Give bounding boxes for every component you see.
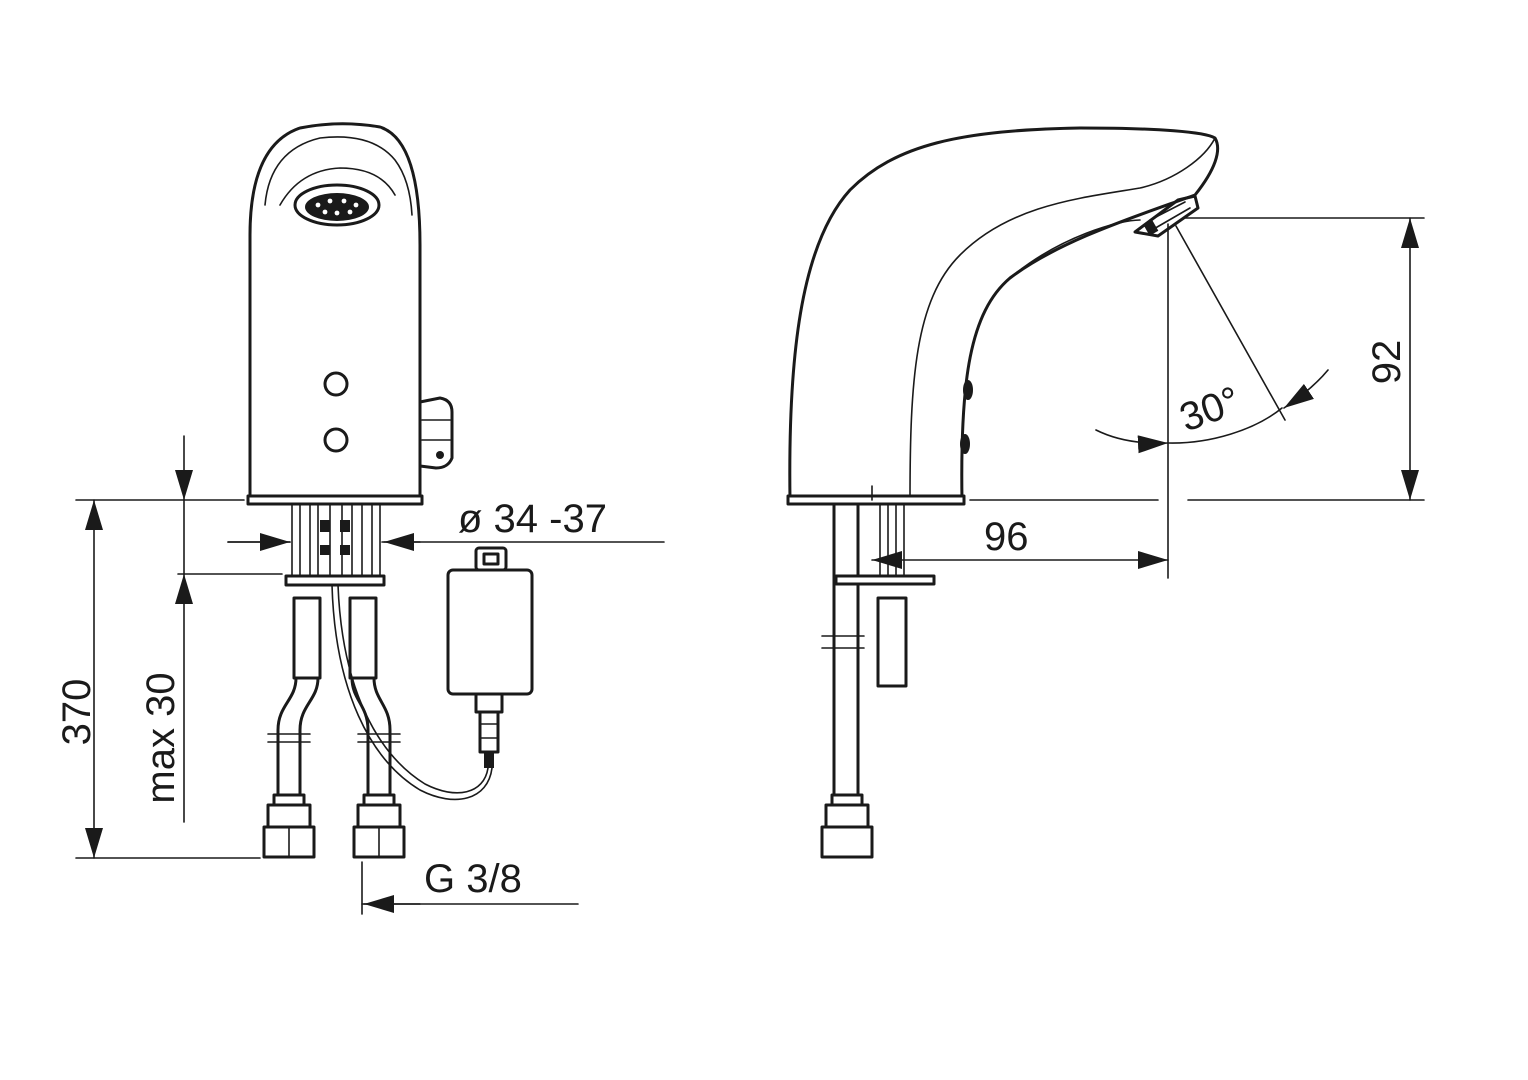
side-view xyxy=(786,126,1220,859)
fixing-plate xyxy=(284,574,386,587)
sensor-angle-label: 30° xyxy=(1174,378,1246,440)
hose-right xyxy=(348,596,406,859)
control-box xyxy=(446,546,534,768)
spout-hood-line xyxy=(264,136,413,216)
faucet-body-side xyxy=(788,126,1220,502)
faucet-body-front xyxy=(248,122,422,502)
front-view xyxy=(246,122,534,859)
max-thickness-label: max 30 xyxy=(139,672,183,803)
height-total-label: 370 xyxy=(55,679,99,746)
hose-left xyxy=(262,596,322,859)
sensor-cable xyxy=(331,584,493,801)
sensor-angle-line xyxy=(1175,225,1286,421)
thread-label: G 3/8 xyxy=(424,857,522,901)
sensor-button-icon xyxy=(960,434,970,454)
aerator-icon xyxy=(293,183,381,227)
reach-label: 96 xyxy=(984,515,1029,559)
mounting-shank xyxy=(291,503,381,577)
sensor-button-icon xyxy=(963,380,973,400)
front-dimensions: 370 max 30 ø 34 -37 G 3/8 xyxy=(55,435,665,915)
diameter-label: ø 34 -37 xyxy=(458,497,607,541)
sensor-angle-arc xyxy=(1095,429,1169,454)
sensor-button-icon xyxy=(323,427,349,453)
sensor-button-icon xyxy=(323,371,349,397)
sensor-window-icon xyxy=(1133,194,1200,238)
side-shank xyxy=(820,485,936,859)
side-dimensions: 96 92 30° xyxy=(871,217,1425,579)
temperature-lever-icon xyxy=(418,396,454,470)
spout-height-label: 92 xyxy=(1365,340,1409,385)
